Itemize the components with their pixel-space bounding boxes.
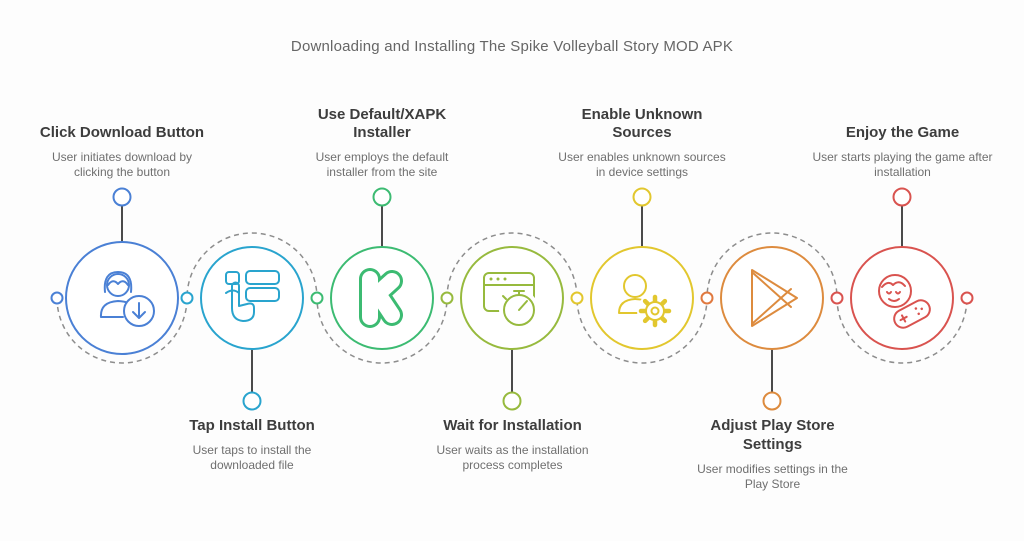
step-3-pin xyxy=(372,187,392,207)
step-7-title: Enjoy the Game xyxy=(845,124,960,142)
step-3-title: Use Default/XAPK Installer xyxy=(317,105,447,142)
step-5-label: Enable Unknown Sources User enables unkn… xyxy=(553,96,731,180)
step-1-description: User initiates download by clicking the … xyxy=(51,150,193,179)
page-title: Downloading and Installing The Spike Vol… xyxy=(290,38,734,55)
tap-install-icon xyxy=(225,270,280,322)
step-5-title: Enable Unknown Sources xyxy=(581,105,703,142)
wave-dot-7 xyxy=(960,291,974,305)
step-2-title: Tap Install Button xyxy=(189,417,315,434)
step-7-label: Enjoy the Game User starts playing the g… xyxy=(810,96,995,180)
installation-timer-icon xyxy=(483,272,539,330)
step-7-circle xyxy=(850,246,954,350)
step-2-description: User taps to install the downloaded file xyxy=(192,442,312,472)
step-6-title: Adjust Play Store Settings xyxy=(710,417,835,453)
xapk-installer-icon xyxy=(359,268,403,328)
step-4-title: Wait for Installation xyxy=(443,417,582,434)
step-5-circle xyxy=(590,246,694,350)
gamer-icon xyxy=(878,274,931,329)
step-7-pin xyxy=(892,187,912,207)
step-1-title: Click Download Button xyxy=(39,124,205,142)
step-5-description: User enables unknown sources in device s… xyxy=(558,150,726,179)
step-3-label: Use Default/XAPK Installer User employs … xyxy=(307,96,457,180)
step-3-description: User employs the default installer from … xyxy=(315,150,449,179)
step-1-circle xyxy=(65,241,179,355)
play-store-icon xyxy=(751,269,798,327)
step-5-pin xyxy=(632,187,652,207)
step-4-label: Wait for Installation User waits as the … xyxy=(415,417,610,473)
wave-dot-4 xyxy=(570,291,584,305)
step-4-pin xyxy=(502,391,522,411)
step-1-label: Click Download Button User initiates dow… xyxy=(32,96,212,180)
step-6-description: User modifies settings in the Play Store xyxy=(697,461,848,491)
wave-dot-2 xyxy=(310,291,324,305)
wave-dot-3 xyxy=(440,291,454,305)
wave-dot-6 xyxy=(830,291,844,305)
step-6-circle xyxy=(720,246,824,350)
step-6-pin xyxy=(762,391,782,411)
wave-dot-1 xyxy=(180,291,194,305)
step-6-label: Adjust Play Store Settings User modifies… xyxy=(685,417,860,492)
wave-dot-5 xyxy=(700,291,714,305)
step-7-description: User starts playing the game after insta… xyxy=(812,150,993,179)
user-settings-icon xyxy=(618,274,673,329)
step-4-description: User waits as the installation process c… xyxy=(436,442,589,472)
step-2-circle xyxy=(200,246,304,350)
wave-dot-0 xyxy=(50,291,64,305)
step-2-pin xyxy=(242,391,262,411)
connector-wave xyxy=(56,232,968,364)
user-download-icon xyxy=(99,271,155,327)
step-2-label: Tap Install Button User taps to install … xyxy=(162,417,342,473)
step-1-pin xyxy=(112,187,132,207)
